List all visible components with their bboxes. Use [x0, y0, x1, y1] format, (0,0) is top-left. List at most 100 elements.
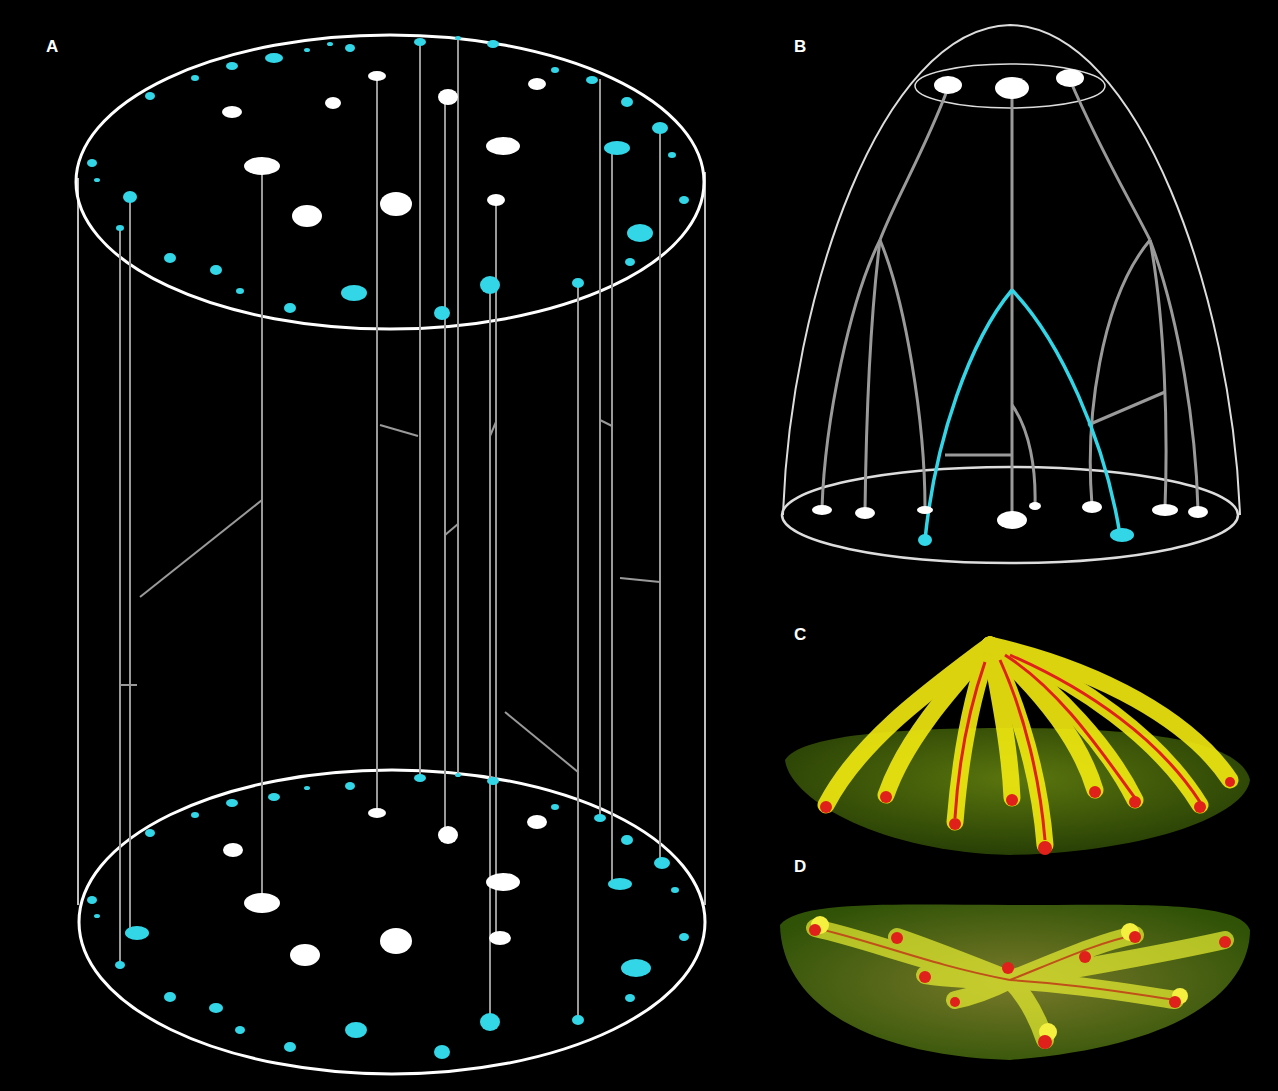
cyan-dot [191, 812, 199, 818]
cyan-dot [671, 887, 679, 893]
cyan-dot [87, 159, 97, 167]
panel-letter: C [794, 626, 806, 643]
red-dot [880, 791, 892, 803]
red-dot [1079, 951, 1091, 963]
branch-line [1090, 240, 1150, 505]
dome-outline [782, 467, 1238, 563]
white-dot [855, 507, 875, 519]
white-dot [812, 69, 1208, 529]
cyan-dot [679, 933, 689, 941]
cyan-dot [125, 926, 149, 940]
cyan-dot [621, 835, 633, 845]
cyan-dot [551, 804, 559, 810]
cylinder-outline [704, 172, 706, 905]
fibre-line [611, 148, 613, 884]
white-dot [292, 205, 322, 227]
branch-line [1088, 392, 1165, 425]
yellow-tube [815, 928, 1225, 1040]
red-dot [950, 997, 960, 1007]
white-dot [222, 106, 242, 118]
cyan-dot [265, 53, 283, 63]
fibre-line [380, 425, 418, 436]
cyan-dot [235, 1026, 245, 1034]
fibre-line [620, 578, 660, 582]
fibre-line [120, 38, 660, 1022]
fibre-line [577, 283, 579, 1020]
fibre-line [444, 97, 446, 833]
fibre-line [490, 422, 496, 436]
cyan-branch [925, 290, 1012, 540]
cyan-dot [1110, 528, 1134, 542]
fibre-line [505, 712, 578, 772]
red-core [1010, 980, 1175, 1000]
red-core [955, 655, 1200, 840]
cyan-dot [268, 793, 280, 801]
cyan-dot [345, 1022, 367, 1038]
branch-line [880, 240, 925, 508]
cyan-dot [226, 799, 238, 807]
fibre-line [445, 524, 458, 535]
fibre-line [376, 76, 378, 813]
cyan-dot [116, 225, 124, 231]
cyan-dot [594, 814, 606, 822]
white-dot [934, 76, 962, 94]
red-dot [949, 818, 961, 830]
branch-line [1012, 405, 1035, 505]
red-dot [1006, 794, 1018, 806]
fibre-line [119, 228, 121, 965]
cyan-dot [621, 97, 633, 107]
cyan-dot [668, 152, 676, 158]
red-dot [1194, 801, 1206, 813]
cyan-dot [145, 829, 155, 837]
cyan-dot [94, 178, 100, 182]
tissue-lens [780, 905, 1250, 1060]
cyan-dot [191, 75, 199, 81]
white-dot [486, 137, 520, 155]
cyan-dot [608, 878, 632, 890]
white-dot [487, 194, 505, 206]
white-dot [489, 931, 511, 945]
cyan-dot [455, 773, 461, 777]
red-dot [809, 924, 821, 936]
white-dot [438, 89, 458, 105]
white-dot [244, 893, 280, 913]
cyan-dot [164, 992, 176, 1002]
cyan-dot [123, 191, 137, 203]
cylinder-outline [76, 35, 705, 1074]
yellow-tube [815, 928, 1010, 980]
cyan-dot [572, 1015, 584, 1025]
cyan-branch [925, 290, 1120, 540]
cyan-dot [145, 92, 155, 100]
cyan-dot [284, 1042, 296, 1052]
branch-line [822, 240, 880, 508]
white-dot [368, 71, 386, 81]
branch-line [865, 240, 880, 512]
white-dot [368, 808, 386, 818]
cyan-dot [652, 122, 668, 134]
white-dot [380, 192, 412, 216]
fibre-line [129, 197, 131, 932]
cylinder-outline [77, 178, 79, 905]
yellow-tube [897, 937, 1010, 980]
red-dot [1129, 931, 1141, 943]
cyan-dot [414, 774, 426, 782]
cyan-dot [210, 265, 222, 275]
red-dot [1129, 796, 1141, 808]
cyan-dot [480, 1013, 500, 1031]
white-dot [244, 157, 280, 175]
cyan-dot [164, 253, 176, 263]
cyan-dot [414, 38, 426, 46]
branch-line [1150, 240, 1198, 510]
cyan-dot [236, 288, 244, 294]
red-dot [809, 924, 1231, 1049]
cyan-dot [627, 224, 653, 242]
dome-outline [782, 25, 1240, 563]
cyan-dot [625, 994, 635, 1002]
red-core [1005, 655, 1135, 798]
yellow-cap [811, 916, 1188, 1041]
red-dot [1038, 841, 1052, 855]
cyan-dot [115, 961, 125, 969]
red-dot [1219, 936, 1231, 948]
fibre-line [457, 38, 459, 775]
